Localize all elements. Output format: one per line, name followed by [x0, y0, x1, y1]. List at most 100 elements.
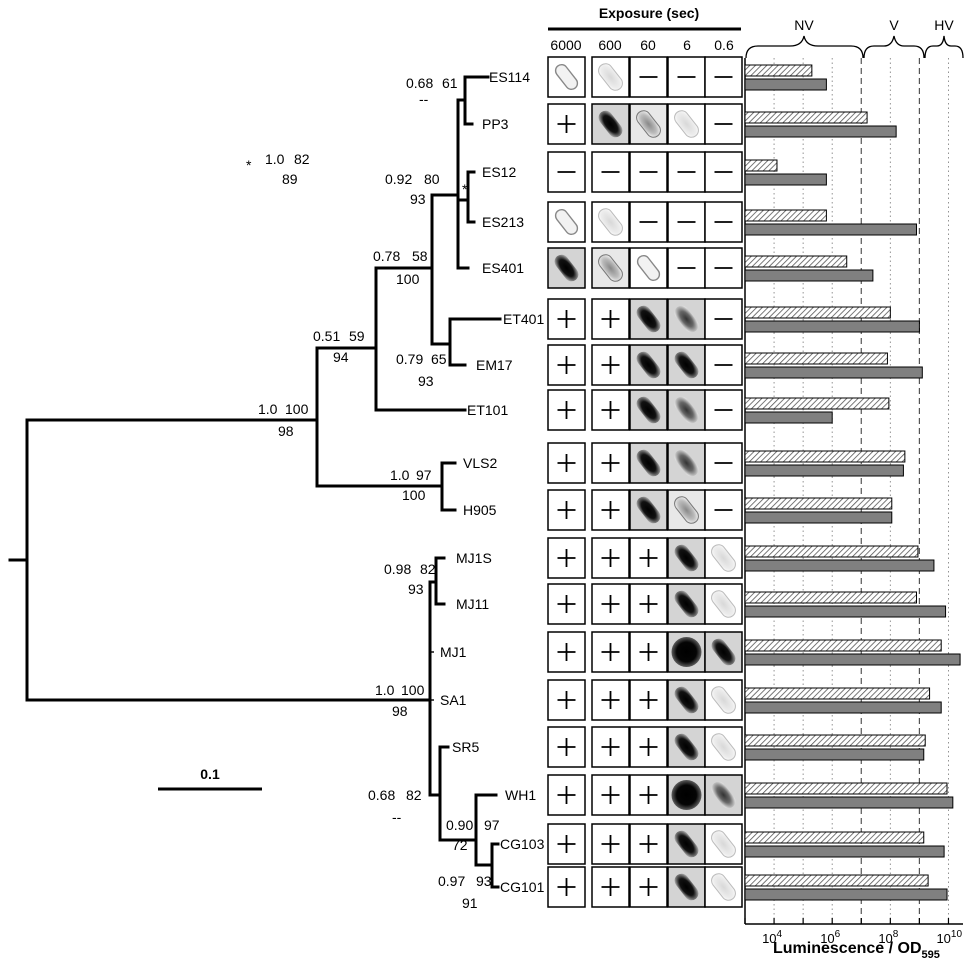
axis-tick-label: 106: [820, 929, 840, 946]
tree-thin-leaves: [430, 651, 434, 701]
brace-nv: [745, 35, 864, 59]
bar-gray: [744, 748, 925, 761]
support-root-lower-c: 98: [392, 703, 408, 719]
exposure-cell: [667, 726, 706, 768]
exposure-cell: [704, 56, 743, 98]
bar-gray: [744, 173, 827, 186]
cell-bacterium-icon: [636, 305, 661, 333]
bar-gray: [744, 653, 961, 666]
cell-frame: [547, 247, 586, 289]
strain-label-es12: ES12: [482, 164, 516, 180]
exposure-cell: [704, 631, 743, 673]
strain-label-em17: EM17: [476, 357, 513, 373]
cell-bacterium-icon: [636, 496, 661, 524]
bar-hatched: [744, 209, 827, 222]
cell-bacterium-icon: [674, 305, 699, 333]
support-092-a: 0.92: [385, 171, 412, 187]
support-051-a: 0.51: [313, 328, 340, 344]
cell-bacterium-icon: [674, 351, 699, 379]
exposure-cell: [629, 151, 668, 193]
exposure-cell: [704, 103, 743, 145]
exposure-cell: [667, 489, 706, 531]
exposure-cell: [667, 537, 706, 579]
exposure-cell: [629, 103, 668, 145]
exposure-cell: [591, 823, 630, 865]
exposure-cell: [704, 442, 743, 484]
strain-label-es401: ES401: [482, 260, 524, 276]
support-090-b: 97: [484, 817, 500, 833]
brightness-braces: [745, 35, 964, 59]
cell-bacterium-icon: [711, 830, 736, 858]
cell-bacterium-icon: [598, 208, 623, 236]
exposure-cell: [629, 583, 668, 625]
exposure-cell: [667, 247, 706, 289]
strain-label-mj1s: MJ1S: [456, 550, 492, 566]
bar-gray: [744, 559, 935, 572]
exposure-cell: [704, 774, 743, 816]
exposure-time-1: 600: [598, 37, 622, 53]
cell-bacterium-icon: [711, 686, 736, 714]
exposure-cell: [667, 103, 706, 145]
strain-label-sr5: SR5: [452, 739, 479, 755]
support-079-c: 93: [418, 373, 434, 389]
exposure-cell: [667, 389, 706, 431]
strain-label-es213: ES213: [482, 214, 524, 230]
cell-bacterium-icon: [636, 110, 661, 138]
support-vls-a: 1.0: [390, 467, 410, 483]
support-079-a: 0.79: [396, 351, 423, 367]
cell-frame: [629, 442, 668, 484]
cell-frame: [629, 866, 668, 908]
exposure-time-3: 6: [683, 37, 691, 53]
support-068a-a: 0.68: [406, 75, 433, 91]
cell-blob-icon: [671, 637, 702, 667]
strain-label-h905: H905: [463, 502, 497, 518]
exposure-cell: [591, 489, 630, 531]
cell-bacterium-icon: [636, 351, 661, 379]
cell-bacterium-icon: [636, 396, 661, 424]
exposure-cell: [704, 344, 743, 386]
exposure-cell: [629, 726, 668, 768]
bar-gray: [744, 411, 833, 424]
exposure-grid: [547, 56, 743, 908]
exposure-cell: [547, 103, 586, 145]
cell-bacterium-icon: [674, 686, 699, 714]
exposure-cell: [629, 774, 668, 816]
support-098-a: 0.98: [384, 561, 411, 577]
exposure-cell: [629, 389, 668, 431]
exposure-cell: [667, 201, 706, 243]
brace-hv: [924, 35, 964, 59]
support-090-c: 72: [452, 837, 468, 853]
bar-hatched: [744, 545, 919, 558]
bar-gray: [744, 366, 923, 379]
exposure-cell: [591, 866, 630, 908]
exposure-cell: [591, 298, 630, 340]
bar-gray: [744, 511, 893, 524]
exposure-cell: [547, 489, 586, 531]
bar-hatched: [744, 591, 917, 604]
bar-hatched: [744, 450, 906, 463]
exposure-cell: [591, 631, 630, 673]
cell-bacterium-icon: [674, 396, 699, 424]
support-es12-star: *: [462, 181, 468, 197]
exposure-cell: [704, 298, 743, 340]
bar-gray: [744, 320, 920, 333]
support-root-upper-b: 100: [285, 401, 309, 417]
exposure-cell: [629, 344, 668, 386]
exposure-cell: [629, 866, 668, 908]
support-068b-a: 0.68: [368, 787, 395, 803]
axis-tick-label: 108: [878, 929, 898, 946]
exposure-cell: [629, 823, 668, 865]
cell-frame: [629, 631, 668, 673]
exposure-cell: [547, 56, 586, 98]
exposure-cell: [547, 537, 586, 579]
cell-frame: [704, 679, 743, 721]
exposure-cell: [547, 866, 586, 908]
bar-gray: [744, 605, 947, 618]
bar-hatched: [744, 497, 893, 510]
exposure-cell: [591, 247, 630, 289]
exposure-cell: [704, 679, 743, 721]
exposure-cell: [591, 679, 630, 721]
